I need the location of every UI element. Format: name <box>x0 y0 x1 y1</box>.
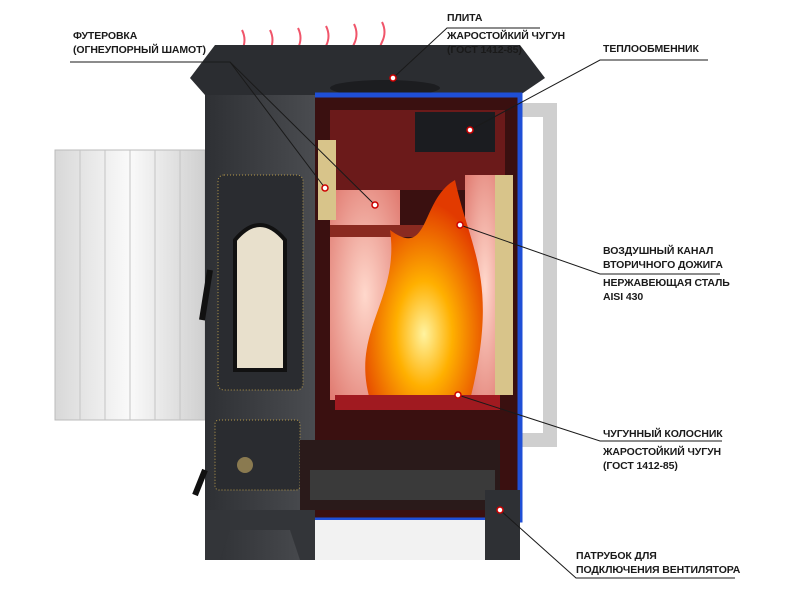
grate-detail-1: ЖАРОСТОЙКИЙ ЧУГУН <box>603 446 721 458</box>
plate-detail-1: ЖАРОСТОЙКИЙ ЧУГУН <box>447 30 565 42</box>
water-pipe <box>520 103 557 447</box>
plate-label: ПЛИТА ЖАРОСТОЙКИЙ ЧУГУН (ГОСТ 1412-85) <box>447 11 565 57</box>
leader-dots <box>321 74 504 514</box>
grate <box>335 395 500 410</box>
lining-detail: (ОГНЕУПОРНЫЙ ШАМОТ) <box>73 44 206 56</box>
heat-exchanger-title: ТЕПЛООБМЕННИК <box>603 43 699 55</box>
stove-body <box>190 45 545 560</box>
air-channel-title-2: ВТОРИЧНОГО ДОЖИГА <box>603 259 723 271</box>
leader-lines <box>70 27 735 579</box>
fan-pipe-title-2: ПОДКЛЮЧЕНИЯ ВЕНТИЛЯТОРА <box>576 564 741 576</box>
grate-title: ЧУГУННЫЙ КОЛОСНИК <box>603 428 723 440</box>
air-channel-title-1: ВОЗДУШНЫЙ КАНАЛ <box>603 245 714 257</box>
plate-title: ПЛИТА <box>447 12 483 24</box>
heat-exchanger-label: ТЕПЛООБМЕННИК <box>603 42 699 56</box>
air-channel-detail-1: НЕРЖАВЕЮЩАЯ СТАЛЬ <box>603 277 730 289</box>
fan-pipe-title-1: ПАТРУБОК ДЛЯ <box>576 550 657 562</box>
grate-detail-2: (ГОСТ 1412-85) <box>603 460 678 472</box>
cutaway-section <box>300 92 523 560</box>
heat-exchanger <box>415 112 495 152</box>
radiator <box>54 149 206 421</box>
air-channel-detail-2: AISI 430 <box>603 291 644 303</box>
air-channel-label: ВОЗДУШНЫЙ КАНАЛ ВТОРИЧНОГО ДОЖИГА НЕРЖАВ… <box>603 244 730 304</box>
lining-label: ФУТЕРОВКА (ОГНЕУПОРНЫЙ ШАМОТ) <box>73 29 206 57</box>
grate-label: ЧУГУННЫЙ КОЛОСНИК ЖАРОСТОЙКИЙ ЧУГУН (ГОС… <box>603 427 723 473</box>
fan-pipe-label: ПАТРУБОК ДЛЯ ПОДКЛЮЧЕНИЯ ВЕНТИЛЯТОРА <box>576 549 740 577</box>
lining-title: ФУТЕРОВКА <box>73 30 138 42</box>
plate-detail-2: (ГОСТ 1412-85) <box>447 44 522 56</box>
